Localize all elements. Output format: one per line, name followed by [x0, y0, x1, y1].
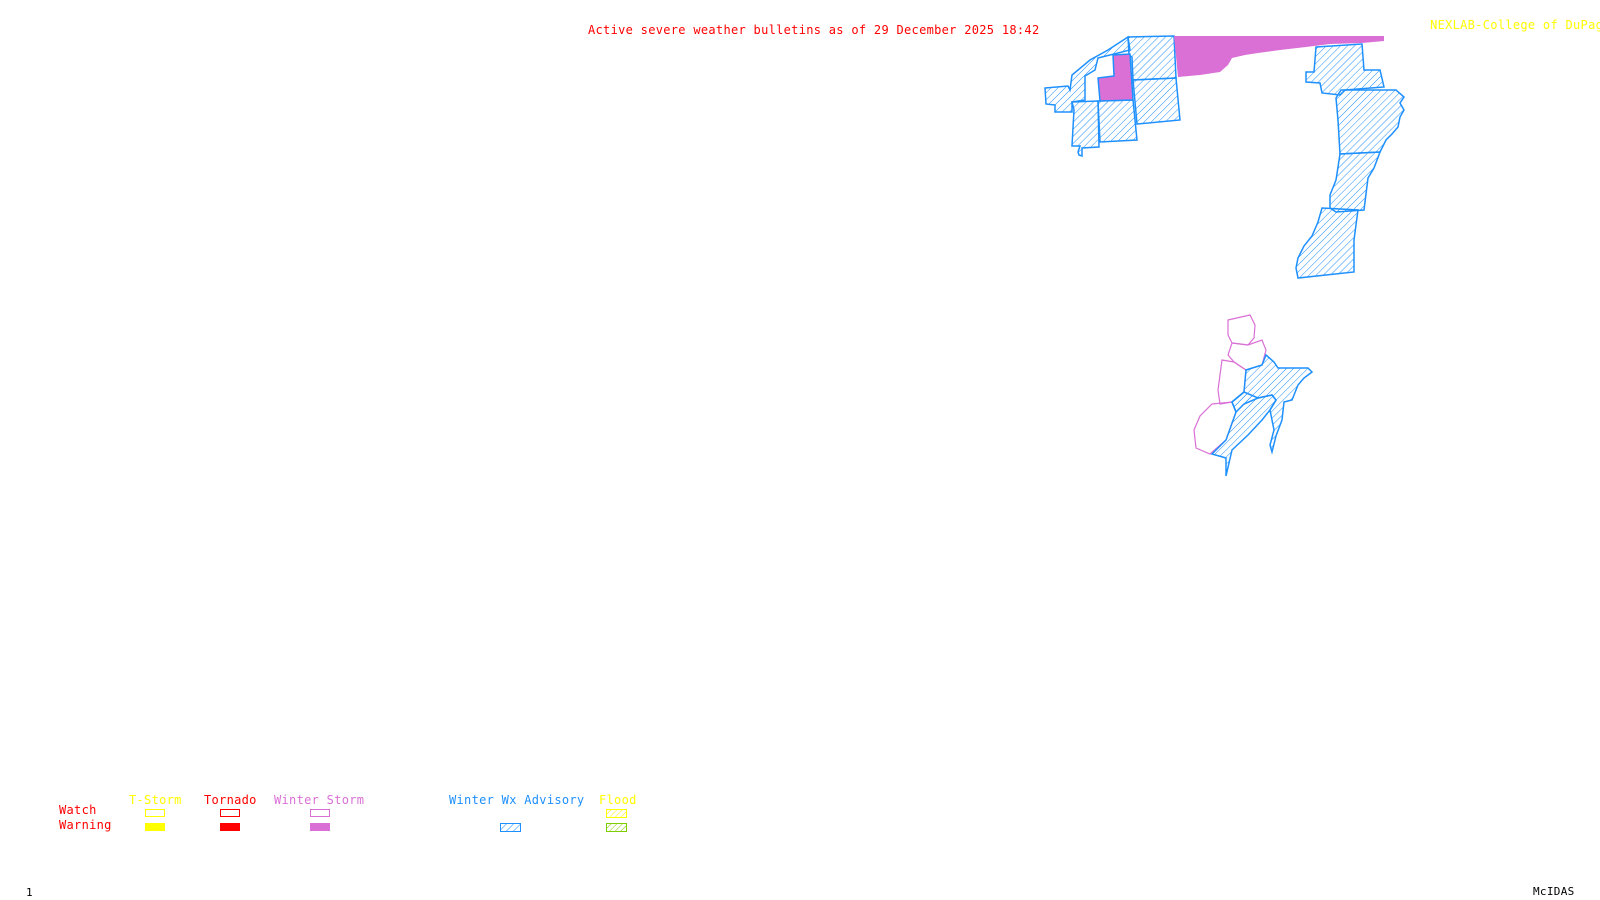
legend-col-tornado: Tornado	[204, 793, 257, 807]
credit-text: NEXLAB-College of DuPage	[1430, 18, 1600, 32]
legend-row-warning: Warning	[59, 818, 112, 832]
legend-col-flood: Flood	[599, 793, 637, 807]
map-title: Active severe weather bulletins as of 29…	[588, 23, 1040, 37]
legend-swatch-tornado-warning	[220, 823, 240, 831]
advisory-zone	[1305, 43, 1385, 96]
legend-swatch-flood-watch	[606, 809, 627, 818]
legend-swatch-tstorm-warning	[145, 823, 165, 831]
advisory-zone	[1295, 207, 1359, 279]
legend-swatch-winter-storm-watch	[310, 809, 330, 817]
legend-swatch-tstorm-watch	[145, 809, 165, 817]
region-north-east	[1295, 43, 1405, 279]
winter-storm-watch-zone	[1227, 314, 1256, 346]
legend-col-winter-wx-advisory: Winter Wx Advisory	[449, 793, 585, 807]
advisory-zone	[1044, 35, 1131, 113]
software-label: McIDAS	[1533, 885, 1575, 898]
legend-col-winter-storm: Winter Storm	[274, 793, 365, 807]
credit-label: NEXLAB-College of DuPage⇲	[1415, 4, 1600, 32]
legend-swatch-winter-wx-advisory	[500, 823, 521, 832]
advisory-zone	[1127, 35, 1177, 81]
legend-swatch-tornado-watch	[220, 809, 240, 817]
legend-col-tstorm: T-Storm	[129, 793, 182, 807]
winter-storm-warning-zone	[1174, 36, 1384, 77]
advisory-zone	[1210, 391, 1277, 477]
advisory-zone	[1097, 99, 1138, 143]
advisory-zone	[1329, 151, 1382, 213]
frame-number: 1	[26, 886, 33, 899]
region-north-west	[1044, 35, 1384, 158]
legend-swatch-flood-warning	[606, 823, 627, 832]
winter-storm-warning-zone	[1097, 53, 1134, 102]
legend-row-watch: Watch	[59, 803, 97, 817]
advisory-zone	[1071, 100, 1100, 158]
region-south	[1193, 314, 1314, 477]
advisory-zone	[1335, 89, 1405, 155]
legend-swatch-winter-storm-warning	[310, 823, 330, 831]
advisory-zone	[1132, 77, 1181, 125]
